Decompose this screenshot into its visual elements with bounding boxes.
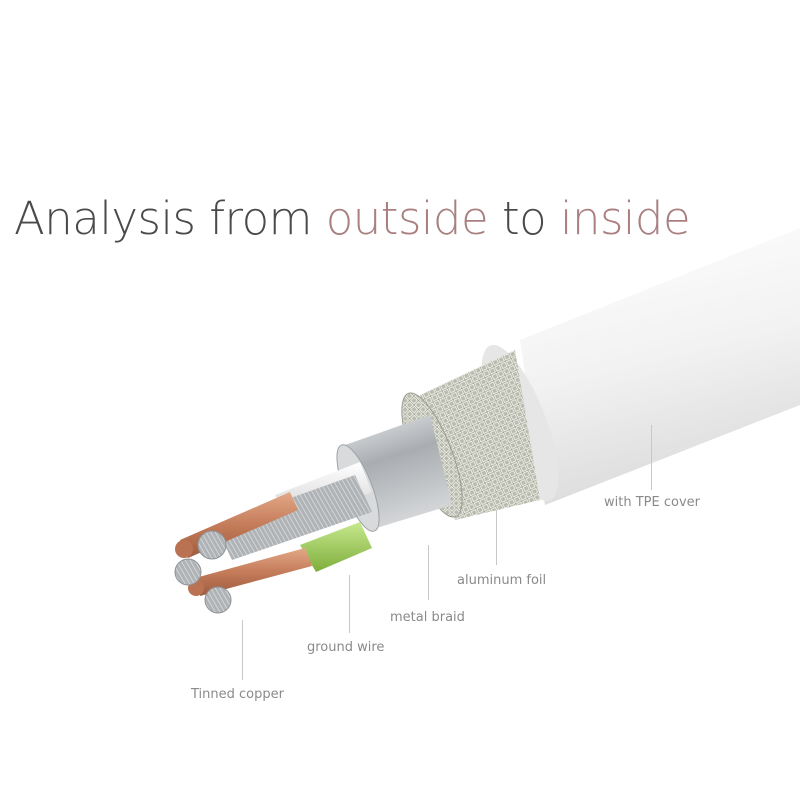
label-metal-braid: metal braid [390,610,465,625]
label-tpe-cover: with TPE cover [604,495,700,510]
leader-line-tpe-cover [651,425,652,490]
headline-part-analysis: Analysis from [14,192,326,245]
headline-part-outside: outside [325,192,489,245]
headline: Analysis from outside to inside [14,192,691,245]
headline-part-inside: inside [559,192,691,245]
inner-conductors [174,462,372,614]
headline-part-to: to [488,192,560,245]
leader-line-ground-wire [349,575,350,633]
leader-line-tinned-copper [242,620,243,680]
label-tinned-copper: Tinned copper [191,687,284,702]
leader-line-metal-braid [428,545,429,600]
label-aluminum-foil: aluminum foil [457,573,547,588]
label-ground-wire: ground wire [307,640,385,655]
leader-line-aluminum-foil [496,510,497,565]
